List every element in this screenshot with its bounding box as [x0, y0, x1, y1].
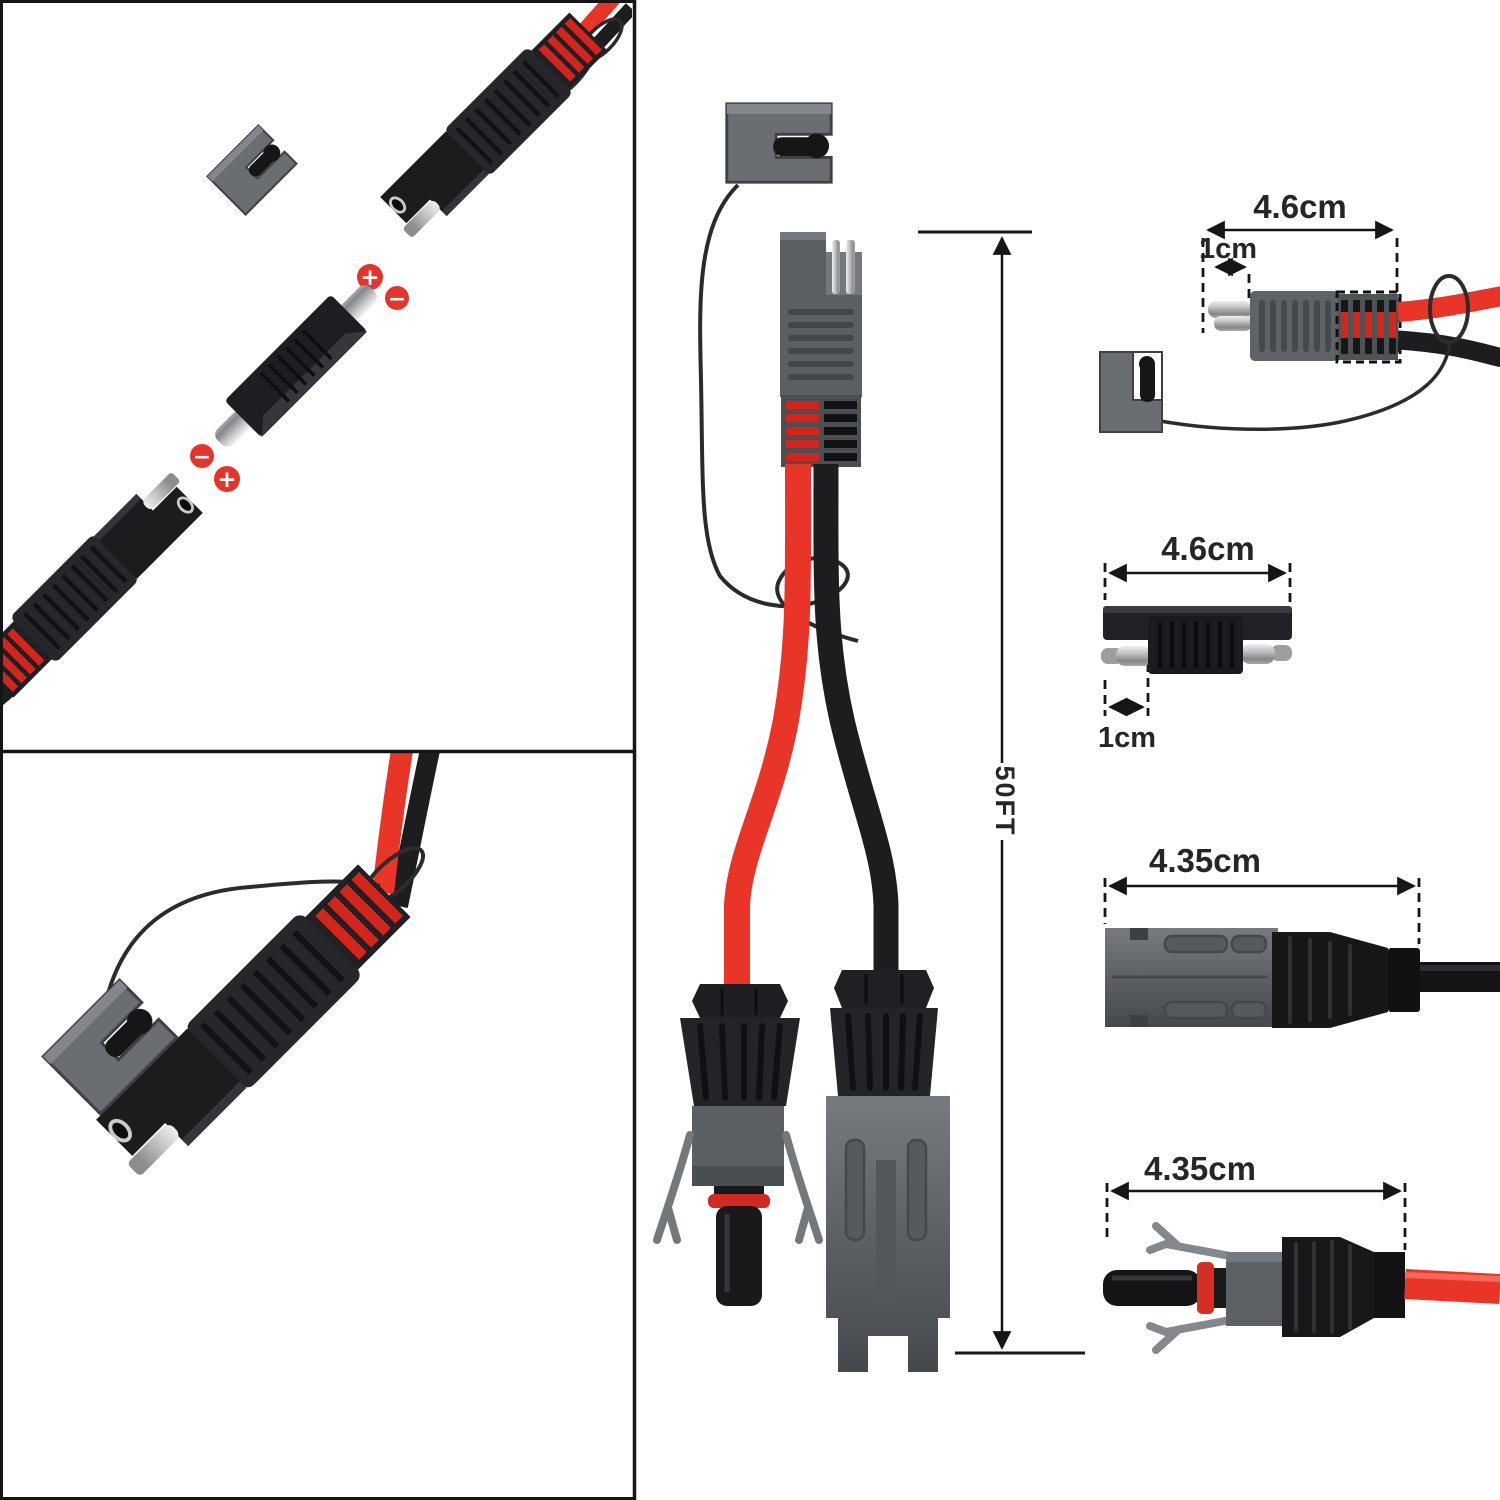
- mc4-pin: [716, 1206, 762, 1306]
- polarity-pair-top: + −: [357, 264, 409, 312]
- sae-terminal: [1214, 316, 1252, 331]
- cap-tether-wire: [1159, 340, 1452, 431]
- sae-terminal: [1208, 301, 1252, 318]
- mc4-male-side: [1103, 1222, 1500, 1354]
- sae-dust-cap: [1099, 351, 1163, 433]
- length-dimension: 50FT: [918, 230, 1085, 1355]
- plus-circle-icon: [357, 264, 383, 290]
- mc4-o-ring: [708, 1194, 770, 1208]
- panel-borders: [0, 0, 637, 1500]
- sae-plug-lower: [0, 464, 209, 702]
- sae-plug-with-cable: [374, 9, 612, 247]
- red-cable: [1397, 286, 1500, 322]
- polarity-minus-label: −: [388, 287, 406, 312]
- detail-sae-with-cap: 4.6cm 1cm: [1099, 188, 1500, 433]
- polarity-minus-label: −: [193, 445, 211, 470]
- mc4-female-side: [1105, 928, 1500, 1028]
- cap-tether-wire: [698, 183, 859, 643]
- sae-connector: [780, 232, 862, 467]
- sae-to-sae-adapter: [199, 269, 393, 463]
- mc4-pin: [1103, 1270, 1201, 1306]
- boot-stripes: [786, 401, 857, 461]
- center-product: 50FT: [653, 102, 1085, 1372]
- red-cable: [1404, 1269, 1500, 1304]
- cable-length-label: 50FT: [990, 765, 1020, 836]
- dimension-label: 4.6cm: [1253, 188, 1347, 225]
- red-black-cable-exit: [3, 679, 15, 706]
- black-cable: [1397, 330, 1500, 368]
- mc4-clip-right: [782, 1131, 823, 1244]
- adapter-terminal: [1241, 644, 1275, 664]
- detail-mc4-female: 4.35cm: [1103, 842, 1500, 1028]
- mc4-o-ring: [1197, 1262, 1214, 1314]
- polarity-pair-bottom: − +: [190, 444, 240, 493]
- plus-circle-icon: [214, 466, 240, 492]
- sae-adapter-side: [1101, 606, 1292, 674]
- sae-terminal-prong: [846, 240, 855, 294]
- mc4-female-connector: [826, 970, 950, 1372]
- dimension-label: 4.6cm: [1161, 530, 1255, 567]
- minus-circle-icon: [190, 444, 214, 468]
- boot-stripes: [1341, 300, 1396, 354]
- detail-mc4-male: 4.35cm: [1103, 1150, 1500, 1354]
- dimension-label: 4.35cm: [1149, 842, 1261, 879]
- sae-dust-cap: [725, 102, 833, 184]
- black-cable: [813, 463, 899, 978]
- dimension-label: 4.35cm: [1144, 1150, 1256, 1187]
- adapter-terminal: [1116, 646, 1152, 666]
- panel-sae-disconnect-steps: + − − +: [0, 3, 632, 706]
- mc4-clip-left: [653, 1131, 694, 1244]
- sae-dust-cap: [206, 124, 298, 216]
- polarity-plus-label: +: [217, 467, 236, 493]
- red-cable: [724, 463, 812, 988]
- minus-circle-icon: [385, 286, 409, 310]
- mc4-male-connector: [653, 984, 823, 1306]
- sae-connector-side: [1099, 274, 1500, 433]
- panel-sae-closeup: [41, 753, 440, 1188]
- detail-sae-adapter: 4.6cm 1cm: [1098, 530, 1292, 754]
- dimension-label: 1cm: [1098, 722, 1156, 754]
- polarity-plus-label: +: [360, 265, 379, 291]
- dimension-label: 1cm: [1199, 233, 1257, 265]
- sae-terminal-prong: [832, 240, 840, 294]
